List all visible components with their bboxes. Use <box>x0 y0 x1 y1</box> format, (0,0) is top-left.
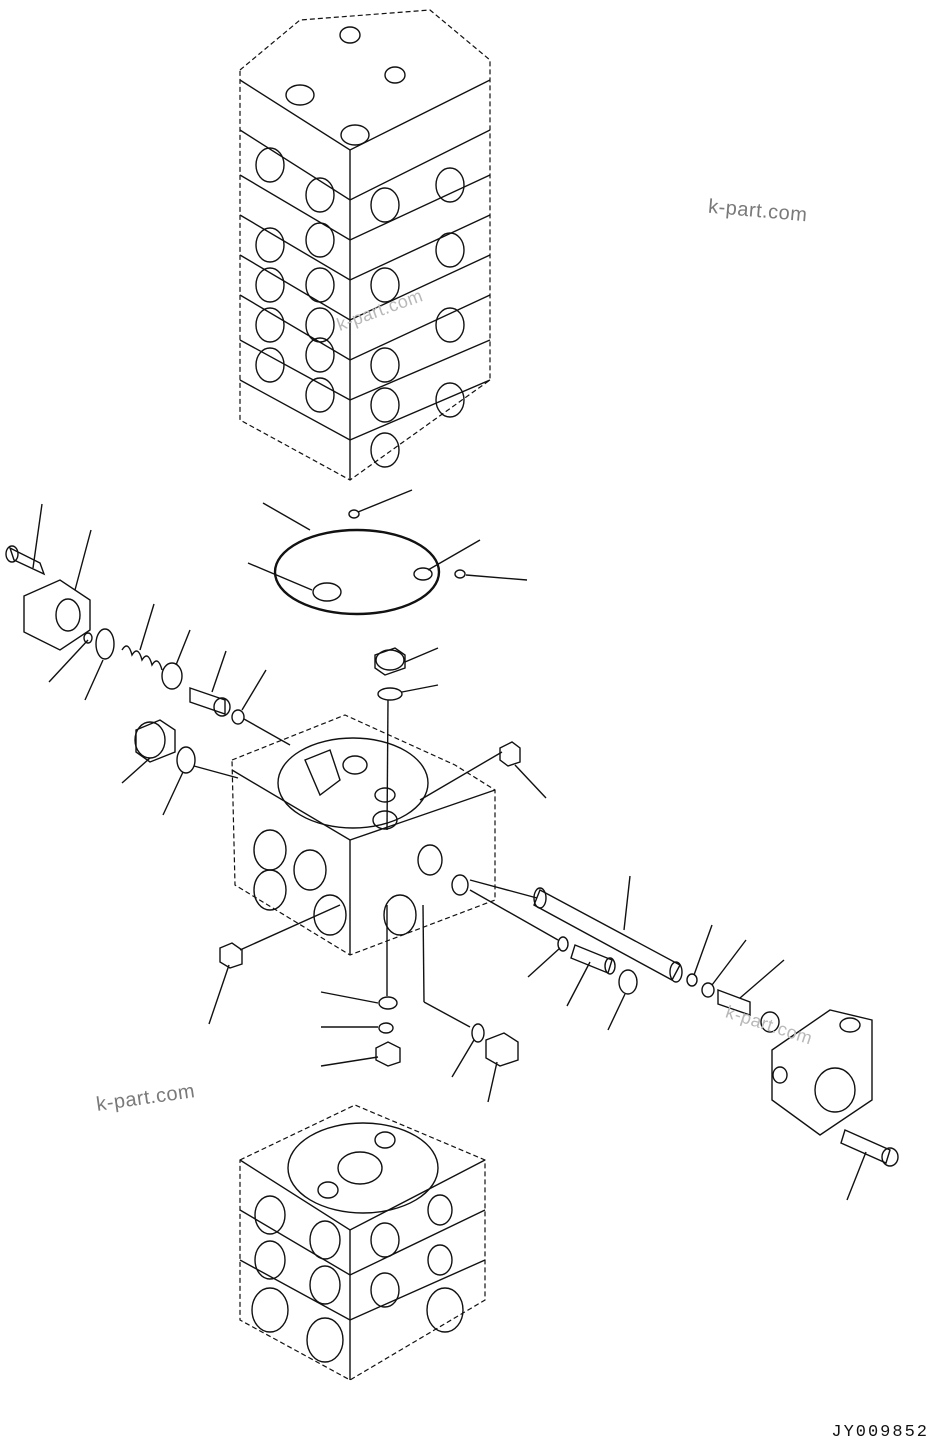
relief-plug <box>717 959 785 1016</box>
poppet <box>189 650 231 717</box>
check-valve <box>566 944 616 1007</box>
o-ring <box>176 746 196 774</box>
o-ring <box>95 628 115 660</box>
upper-valve-stack <box>239 9 491 481</box>
spring-seat <box>161 662 183 690</box>
o-ring <box>760 1011 780 1033</box>
o-ring <box>378 1022 394 1034</box>
plug-right-small <box>419 741 547 801</box>
plug-lower-center <box>320 1041 401 1067</box>
spring <box>121 603 163 671</box>
o-ring <box>377 687 403 701</box>
small-plug-top <box>374 647 439 676</box>
left-cover-flange <box>23 529 92 651</box>
leader-lines-gasket <box>247 489 528 591</box>
o-ring <box>686 973 698 987</box>
o-ring <box>83 632 93 644</box>
drawing-number: JY009852 <box>831 1423 929 1442</box>
right-end-cover <box>771 1009 873 1136</box>
lower-valve-stack <box>239 1104 486 1381</box>
plug-lower-right <box>485 1032 519 1103</box>
o-ring <box>557 936 569 952</box>
spool <box>469 875 683 983</box>
o-ring <box>701 982 715 998</box>
left-cover-bolt <box>5 503 46 576</box>
o-ring <box>471 1023 485 1043</box>
stack-section-lines <box>239 129 491 441</box>
o-ring <box>231 709 245 725</box>
plug-lower-left <box>208 904 341 1025</box>
plug-left <box>121 719 176 784</box>
small-o-ring <box>348 509 360 519</box>
large-gasket <box>273 528 441 616</box>
small-o-ring <box>454 569 466 579</box>
center-valve-block <box>231 714 496 956</box>
o-ring <box>378 996 398 1010</box>
stack-ports <box>255 26 465 468</box>
right-cover-bolt <box>840 1129 899 1201</box>
o-ring <box>618 969 638 995</box>
